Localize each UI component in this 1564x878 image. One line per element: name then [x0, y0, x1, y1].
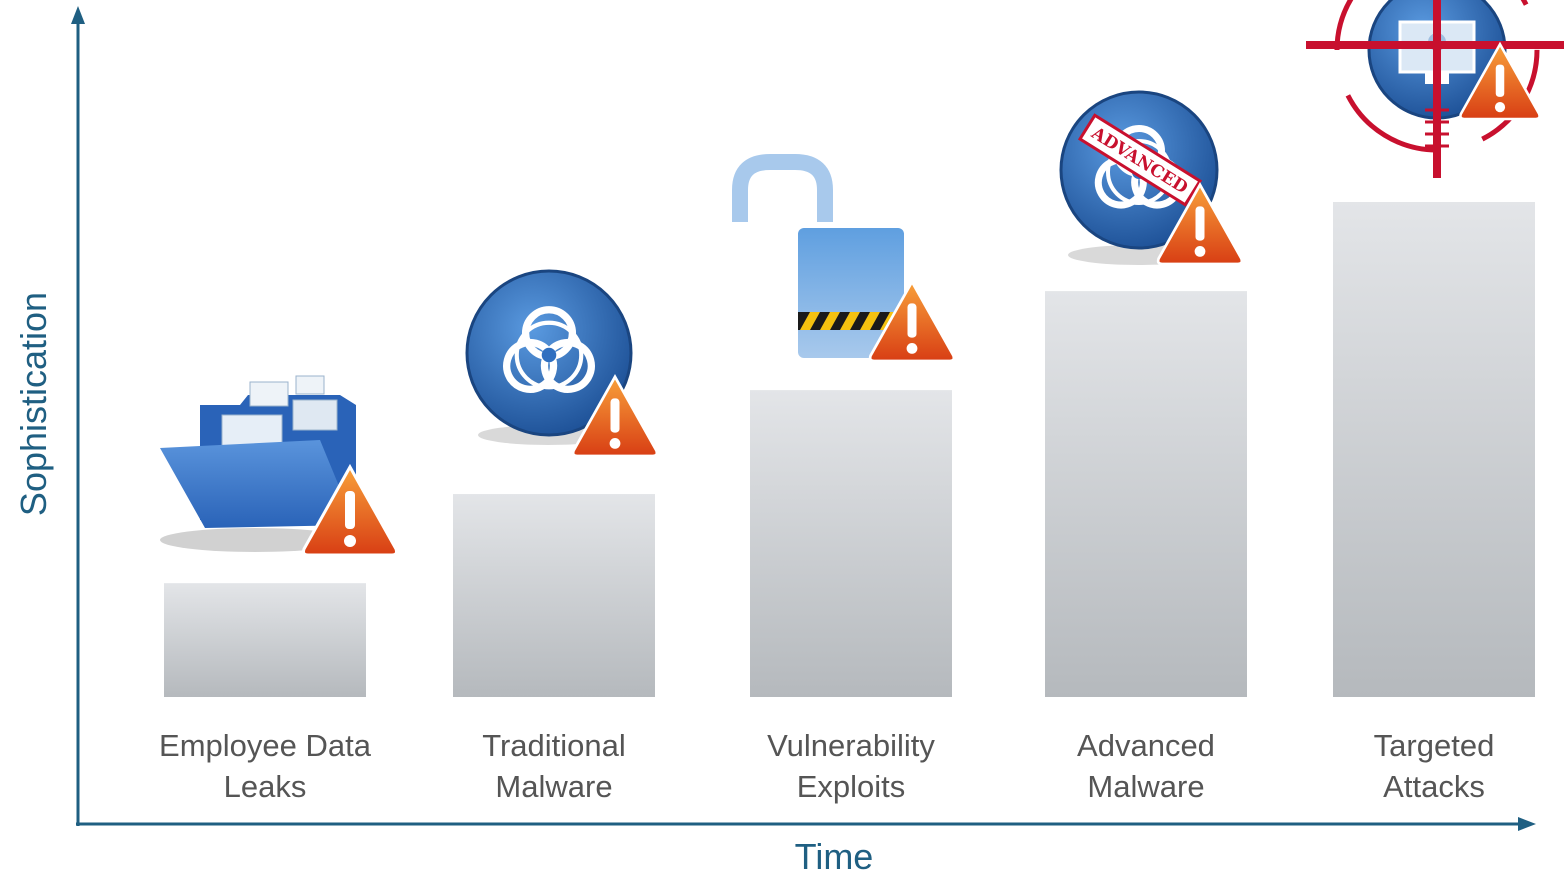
axes — [71, 6, 1536, 831]
bars — [164, 202, 1535, 697]
advanced-biohazard-icon: ADVANCED — [1059, 90, 1244, 266]
stage-label-line1: Traditional — [482, 728, 626, 763]
warning-icon — [1459, 41, 1541, 121]
crosshair-monitor-icon — [1306, 0, 1564, 178]
stage-label-line2: Leaks — [223, 769, 307, 804]
stage-label-line1: Advanced — [1077, 728, 1215, 763]
icons: ADVANCED — [160, 0, 1564, 557]
warning-icon — [868, 279, 956, 363]
stage-bar — [1045, 291, 1247, 697]
x-axis-title: Time — [794, 836, 874, 877]
y-axis-title: Sophistication — [13, 291, 54, 517]
stage-label-line2: Malware — [1087, 769, 1205, 804]
y-axis-arrowhead — [71, 6, 85, 24]
stage-label-line2: Exploits — [796, 769, 906, 804]
warning-icon — [1156, 182, 1244, 266]
x-axis-arrowhead — [1518, 817, 1536, 831]
stage-label-line1: Vulnerability — [767, 728, 935, 763]
warning-icon — [571, 374, 659, 458]
hazard-stripes — [798, 312, 900, 330]
stage-bar — [164, 583, 366, 697]
warning-icon — [302, 463, 398, 557]
biohazard-icon — [465, 269, 659, 458]
stage-bar — [1333, 202, 1535, 697]
stage-bar — [453, 494, 655, 697]
open-padlock-icon — [732, 154, 956, 363]
stage-label-line1: Targeted — [1373, 728, 1495, 763]
stage-label-line1: Employee Data — [159, 728, 371, 763]
folder-icon — [160, 375, 398, 557]
stage-label-line2: Attacks — [1383, 769, 1485, 804]
stage-label-line2: Malware — [495, 769, 613, 804]
stage-bar — [750, 390, 952, 697]
